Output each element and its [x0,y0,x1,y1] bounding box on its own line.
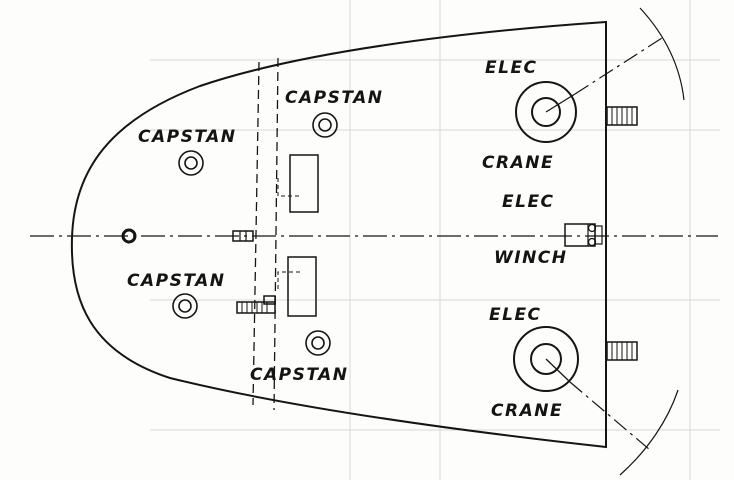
label-capstan-lower-left: CAPSTAN [127,271,226,291]
label-crane-lower-elec: ELEC [489,305,542,325]
label-capstan-lower-mid: CAPSTAN [250,365,349,385]
label-winch-name: WINCH [494,248,568,268]
label-capstan-upper-left: CAPSTAN [138,127,237,147]
capstan-lower-mid [305,330,331,356]
winch [564,223,603,247]
hatch-upper [289,154,319,213]
crane-swing-arc-lower [619,389,679,476]
frame-line-aft [273,57,279,411]
outboard-fitting-upper [606,106,638,126]
label-crane-upper-name: CRANE [482,153,554,173]
label-crane-lower-name: CRANE [491,401,563,421]
windlass-gear [236,295,276,314]
label-capstan-upper-mid: CAPSTAN [285,88,384,108]
hatch-lower [287,256,317,317]
capstan-upper-left [178,150,204,176]
hatch-upper-leader [277,178,300,197]
crane-lower [513,326,651,451]
centre-fitting [232,230,254,242]
frame-line-forward [252,61,260,406]
crane-swing-arc-upper [639,7,685,101]
capstan-upper-mid [312,112,338,138]
background-ruling [150,0,720,480]
bow-chock [121,228,137,244]
label-crane-upper-elec: ELEC [485,58,538,78]
deck-outline [70,20,607,449]
crane-upper [515,37,663,143]
label-winch-elec: ELEC [502,192,555,212]
capstan-lower-left [172,293,198,319]
hatch-lower-leader [277,271,300,290]
outboard-fitting-lower [606,341,638,361]
